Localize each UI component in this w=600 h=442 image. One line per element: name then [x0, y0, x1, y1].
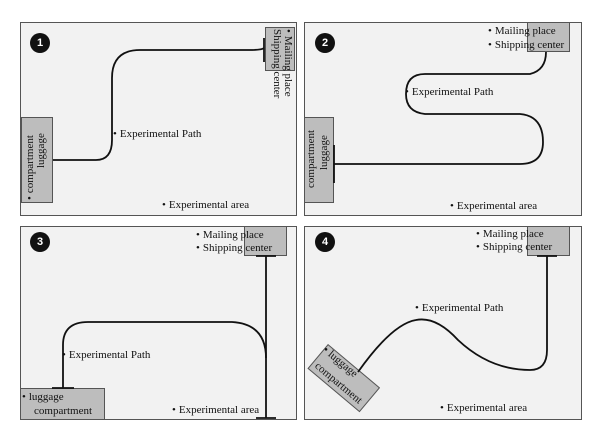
- panel-number-badge: 3: [30, 232, 50, 252]
- experimental-area-label: Experimental area: [440, 402, 527, 414]
- experimental-path-label: Experimental Path: [113, 128, 202, 140]
- experimental-path-label: Experimental Path: [415, 302, 504, 314]
- mailing-place-label: Mailing place: [488, 25, 556, 37]
- shipping-center-label: Shipping center: [196, 242, 272, 254]
- luggage-label: luggage: [22, 391, 64, 403]
- shipping-center-label: Shipping center: [476, 241, 552, 253]
- mailing-place-label: Mailing place: [196, 229, 264, 241]
- panel-number-badge: 4: [315, 232, 335, 252]
- experimental-area-label: Experimental area: [450, 200, 537, 212]
- experimental-path-label: Experimental Path: [405, 86, 494, 98]
- panel-number-badge: 2: [315, 33, 335, 53]
- compartment-label: compartment: [34, 405, 93, 417]
- panel-1: [20, 22, 297, 216]
- experimental-area-label: Experimental area: [162, 199, 249, 211]
- experimental-area-label: Experimental area: [172, 404, 259, 416]
- shipping-center-label: Shipping center: [488, 39, 564, 51]
- panel-number-badge: 1: [30, 33, 50, 53]
- mailing-place-label: Mailing place: [476, 228, 544, 240]
- experimental-path-label: Experimental Path: [62, 349, 151, 361]
